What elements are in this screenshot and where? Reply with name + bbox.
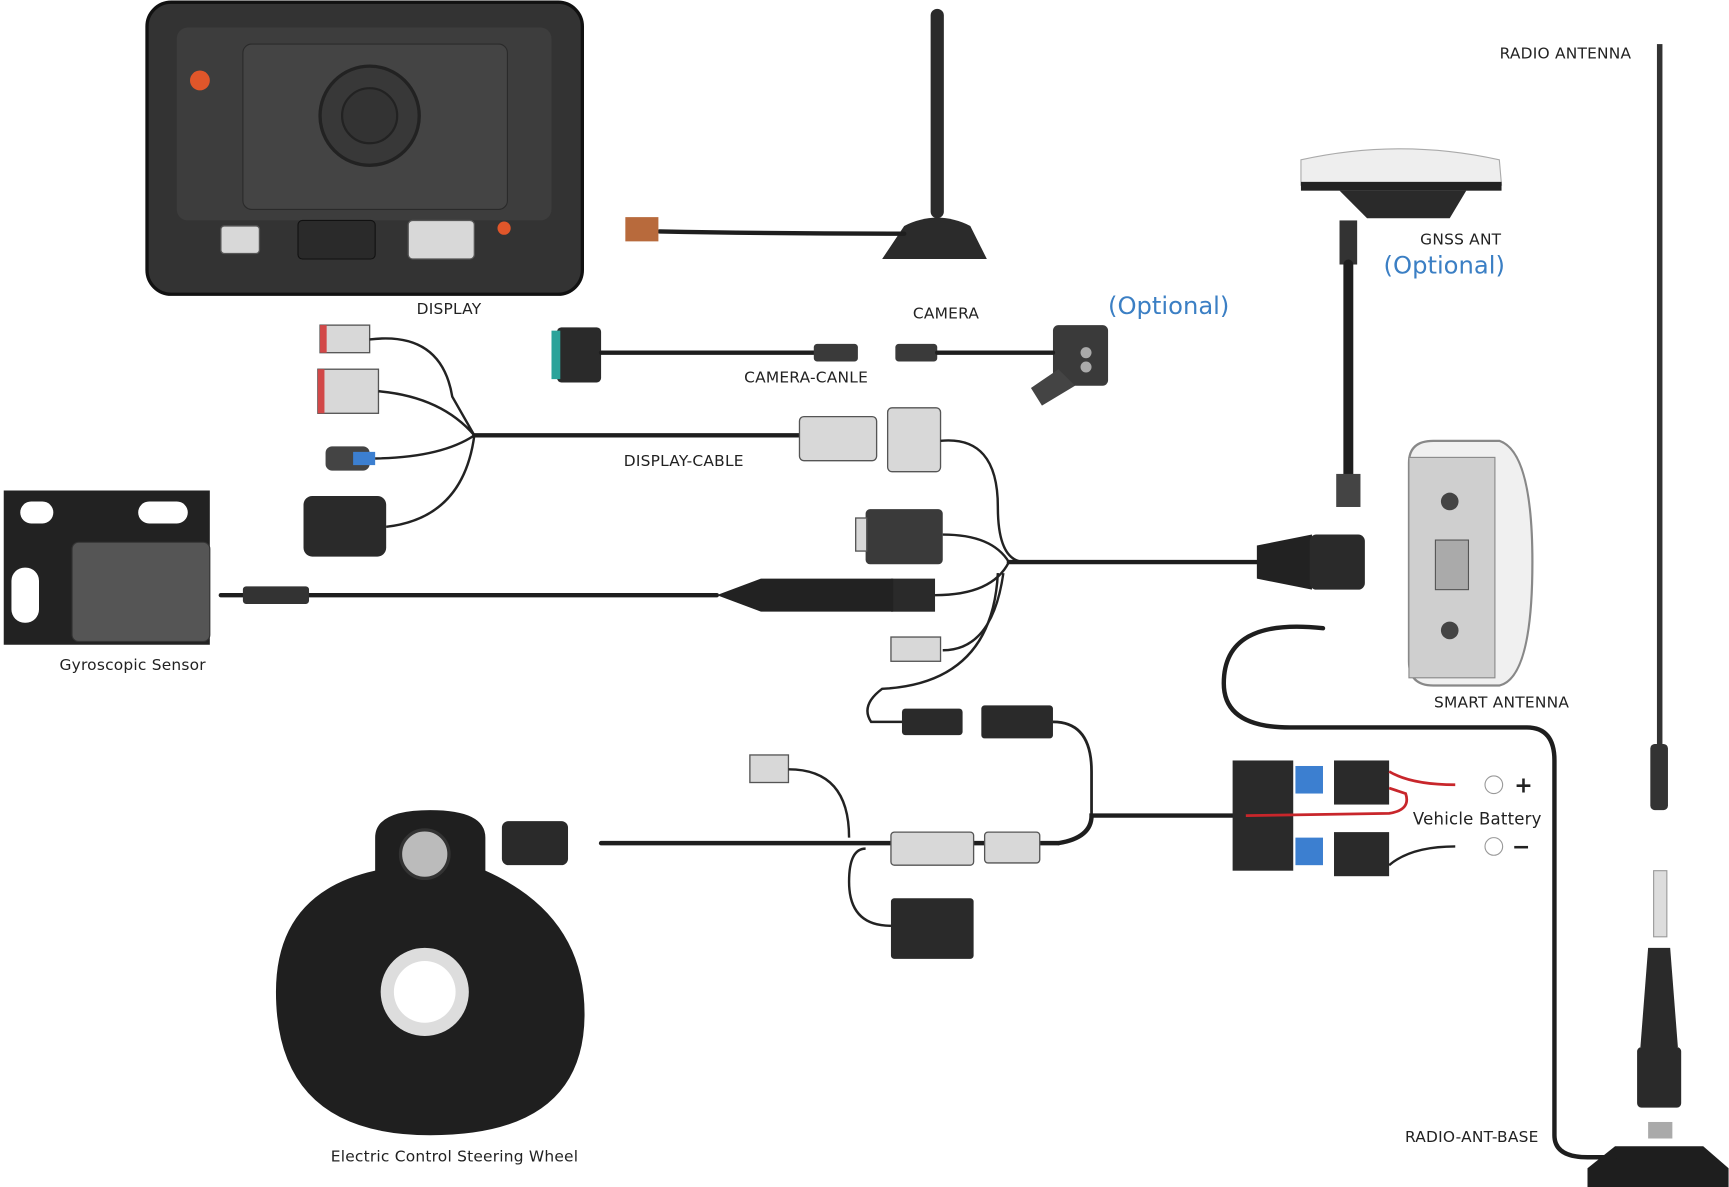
smart-antenna-label: SMART ANTENNA <box>1434 694 1569 712</box>
display-cable <box>303 324 1026 564</box>
gnss-ant-label: GNSS ANT <box>1420 231 1502 249</box>
gnss-antenna <box>1300 148 1503 507</box>
battery-minus-label: − <box>1512 835 1531 860</box>
display-unit <box>145 0 585 296</box>
radio-antenna-label: RADIO ANTENNA <box>1500 44 1632 62</box>
camera-cable-label: CAMERA-CANLE <box>744 368 868 386</box>
smart-antenna <box>1221 439 1618 1160</box>
power-harness <box>501 754 1504 959</box>
wifi-magnetic-antenna <box>625 8 987 260</box>
radio-ant-base-label: RADIO-ANT-BASE <box>1405 1128 1539 1146</box>
display-label: DISPLAY <box>417 300 482 318</box>
gyroscopic-sensor-label: Gyroscopic Sensor <box>59 656 206 674</box>
camera-label: CAMERA <box>913 305 980 323</box>
radio-antenna <box>1587 44 1729 1187</box>
gyroscopic-sensor <box>3 490 894 645</box>
vehicle-battery-label: Vehicle Battery <box>1413 809 1542 828</box>
gnss-optional-label: (Optional) <box>1384 250 1505 279</box>
electric-steering-wheel <box>275 810 585 1136</box>
camera-cable <box>551 327 1056 383</box>
display-cable-label: DISPLAY-CABLE <box>624 452 744 470</box>
camera-optional-label: (Optional) <box>1108 291 1229 320</box>
steering-wheel-label: Electric Control Steering Wheel <box>331 1148 578 1166</box>
camera <box>1030 325 1109 406</box>
battery-plus-label: + <box>1514 773 1533 798</box>
main-harness <box>855 509 1365 816</box>
